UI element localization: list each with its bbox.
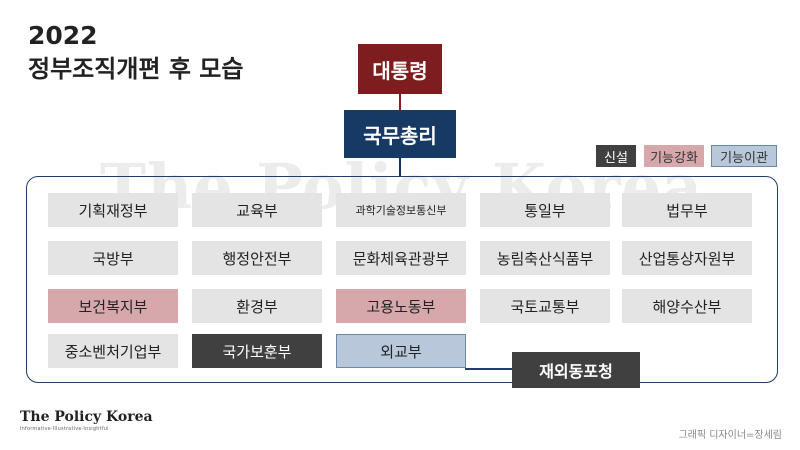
- ministry-box: 중소벤처기업부: [48, 334, 178, 368]
- ministry-box: 보건복지부: [48, 289, 178, 323]
- ministry-box: 외교부: [336, 334, 466, 368]
- ministry-box: 행정안전부: [192, 241, 322, 275]
- legend-strengthened: 기능강화: [644, 145, 704, 167]
- ministry-box: 교육부: [192, 193, 322, 227]
- connector-president-pm: [399, 94, 401, 110]
- connector-foreign-overseas: [465, 368, 513, 370]
- title-year: 2022: [28, 21, 98, 50]
- president-box: 대통령: [358, 44, 442, 94]
- ministry-box: 법무부: [622, 193, 752, 227]
- cabinet-frame: [26, 176, 778, 383]
- prime-minister-box: 국무총리: [344, 110, 456, 158]
- ministry-box: 국가보훈부: [192, 334, 322, 368]
- credit: 그래픽 디자이너=장세림: [678, 430, 782, 441]
- page-title: 정부조직개편 후 모습: [28, 55, 244, 83]
- title-block: 2022 정부조직개편 후 모습: [28, 20, 243, 86]
- logo: The Policy Korea Informative·Illustrativ…: [20, 409, 153, 432]
- ministry-box: 문화체육관광부: [336, 241, 466, 275]
- ministry-box: 통일부: [480, 193, 610, 227]
- overseas-koreans-agency-box: 재외동포청: [512, 352, 640, 388]
- ministry-box: 산업통상자원부: [622, 241, 752, 275]
- legend-transferred: 기능이관: [711, 145, 777, 167]
- ministry-box: 환경부: [192, 289, 322, 323]
- ministry-box: 고용노동부: [336, 289, 466, 323]
- logo-name: The Policy Korea: [20, 409, 153, 425]
- logo-tagline: Informative·Illustrative·Insightful: [20, 426, 109, 432]
- ministry-box: 농림축산식품부: [480, 241, 610, 275]
- ministry-box: 국토교통부: [480, 289, 610, 323]
- ministry-box: 해양수산부: [622, 289, 752, 323]
- ministry-box: 과학기술정보통신부: [336, 193, 466, 227]
- ministry-box: 기획재정부: [48, 193, 178, 227]
- legend-new: 신설: [596, 145, 636, 167]
- ministry-box: 국방부: [48, 241, 178, 275]
- connector-pm-cabinet: [399, 158, 401, 176]
